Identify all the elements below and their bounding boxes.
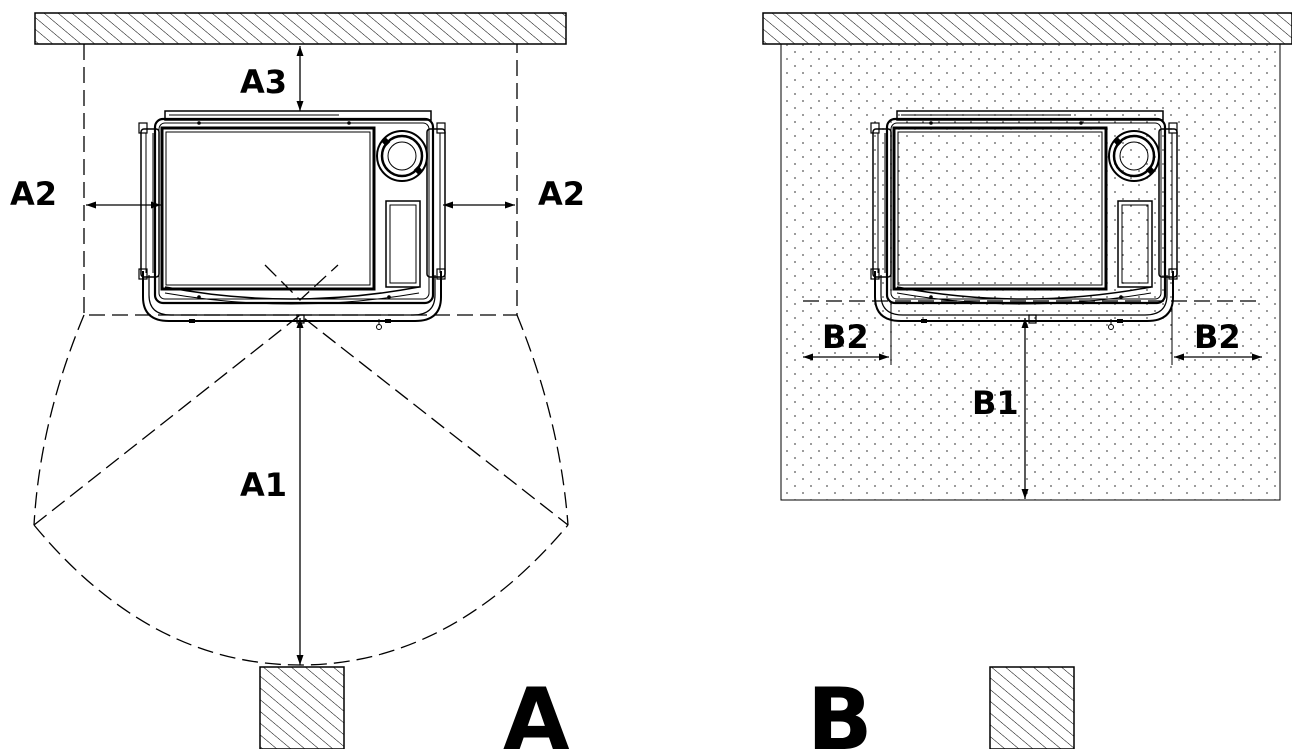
panel-label-a: A [503, 670, 570, 749]
label-a2-left: A2 [10, 175, 57, 213]
label-b2-right: B2 [1194, 318, 1241, 356]
label-b2-left: B2 [822, 318, 869, 356]
top-wall-a [34, 12, 567, 45]
floor-area-b [780, 43, 1281, 501]
label-a2-right: A2 [538, 175, 585, 213]
label-a3: A3 [240, 63, 287, 101]
label-b1: B1 [972, 384, 1019, 422]
front-obstacle-a [259, 666, 345, 749]
panel-b: B2 B2 B1 B [762, 12, 1292, 749]
obstacle-b [989, 666, 1075, 749]
panel-label-b: B [807, 670, 873, 749]
label-a1: A1 [240, 466, 287, 504]
stove-icon-a [137, 109, 447, 331]
panel-a: A3 A2 A2 A1 A [10, 12, 585, 749]
top-wall-b [762, 12, 1292, 45]
